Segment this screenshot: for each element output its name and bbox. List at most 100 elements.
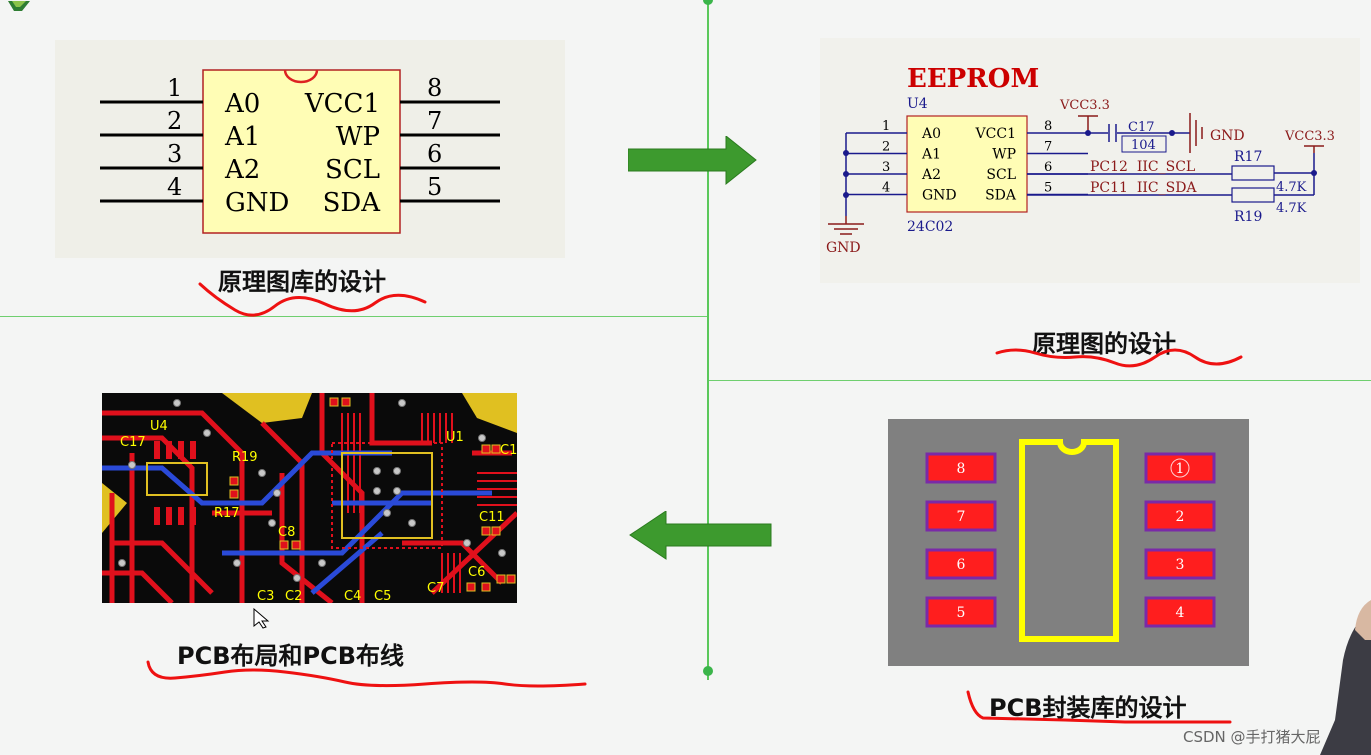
schematic-pin-number: 7 bbox=[1044, 140, 1052, 155]
schematic-r17: R17 bbox=[1234, 149, 1262, 165]
pcb-silkscreen-label: C17 bbox=[120, 435, 146, 450]
footprint-panel: 8 7 6 5 1 2 3 4 bbox=[888, 419, 1249, 666]
pcb-silkscreen-label: U1 bbox=[446, 430, 464, 445]
symbol-pin-name: A1 bbox=[224, 122, 260, 152]
horizontal-divider-right bbox=[709, 380, 1371, 381]
footprint-pad-number: 6 bbox=[957, 557, 966, 573]
pcb-silkscreen-label: U4 bbox=[150, 419, 168, 434]
symbol-pin-number: 5 bbox=[427, 173, 442, 201]
schematic-pin-number: 5 bbox=[1044, 181, 1052, 196]
footprint-pad-number: 7 bbox=[957, 509, 966, 525]
footprint-pad-number: 8 bbox=[957, 461, 966, 477]
schematic-vcc-2: VCC3.3 bbox=[1284, 129, 1335, 144]
footprint-pad-number: 2 bbox=[1176, 509, 1185, 525]
vertical-divider bbox=[707, 0, 709, 680]
pcb-silkscreen-label: C1 bbox=[500, 443, 517, 458]
pcb-silkscreen-label: C2 bbox=[285, 589, 303, 603]
footprint-pad bbox=[925, 452, 997, 484]
symbol-notch bbox=[283, 69, 319, 84]
symbol-pin-number: 1 bbox=[167, 74, 182, 102]
schematic-pin-number: 1 bbox=[882, 119, 890, 134]
footprint-pad bbox=[1144, 500, 1216, 532]
symbol-body bbox=[202, 69, 401, 234]
footprint-pad bbox=[925, 500, 997, 532]
symbol-pin-name: VCC1 bbox=[304, 89, 380, 119]
pcb-silkscreen-label: C3 bbox=[257, 589, 275, 603]
arrow-right-icon bbox=[628, 136, 757, 186]
pcb-silkscreen-label: C8 bbox=[278, 525, 296, 540]
schematic-cap-designator: C17 bbox=[1128, 120, 1155, 135]
schematic-gnd-left: GND bbox=[826, 240, 861, 256]
symbol-pin-number: 3 bbox=[167, 140, 182, 168]
symbol-pin-number: 8 bbox=[427, 74, 442, 102]
footprint-drawing: 8 7 6 5 1 2 3 4 bbox=[925, 439, 1216, 642]
schematic-r17-value: 4.7K bbox=[1276, 180, 1307, 195]
symbol-pin-name: A2 bbox=[224, 155, 260, 185]
symbol-pin-number: 4 bbox=[167, 173, 182, 201]
footprint-pad-number: 4 bbox=[1176, 605, 1185, 621]
schematic-pin-name: SCL bbox=[986, 167, 1016, 183]
pcb-silkscreen-label: C11 bbox=[479, 510, 505, 525]
schematic-pin-number: 4 bbox=[882, 181, 890, 196]
pcb-silkscreen-label: R17 bbox=[214, 506, 240, 521]
symbol-pin-number: 2 bbox=[167, 107, 182, 135]
caption-symbol: 原理图库的设计 bbox=[218, 268, 386, 296]
pcb-silkscreen-label: C7 bbox=[427, 581, 445, 596]
divider-node-top bbox=[703, 0, 713, 5]
footprint-pad bbox=[925, 596, 997, 628]
pcb-silkscreen-label: C4 bbox=[344, 589, 362, 603]
schematic-net-sda: PC11 IIC_SDA bbox=[1090, 180, 1197, 196]
presenter-silhouette bbox=[1320, 600, 1371, 755]
schematic-pin-number: 6 bbox=[1044, 160, 1052, 175]
symbol-pin-name: A0 bbox=[224, 89, 260, 119]
footprint-pad-number: 3 bbox=[1176, 557, 1185, 573]
schematic-pin-name: SDA bbox=[985, 188, 1017, 204]
schematic-designator: U4 bbox=[907, 96, 928, 112]
footprint-pad bbox=[1144, 596, 1216, 628]
footprint-outline bbox=[1019, 439, 1119, 642]
schematic-pin-name: VCC1 bbox=[975, 126, 1016, 142]
schematic-pin-number: 2 bbox=[882, 140, 890, 155]
schematic-net-scl: PC12 IIC_SCL bbox=[1090, 159, 1195, 175]
underline-schematic bbox=[995, 348, 1243, 368]
schematic-pin-name: WP bbox=[992, 147, 1016, 163]
footprint-pad bbox=[925, 548, 997, 580]
schematic-pin-name: A1 bbox=[921, 147, 941, 163]
mouse-cursor-icon bbox=[253, 607, 270, 629]
schematic-cap-value: 104 bbox=[1131, 138, 1156, 153]
underline-footprint bbox=[966, 690, 1232, 724]
caption-footprint: PCB封装库的设计 bbox=[989, 694, 1187, 722]
schematic-part: 24C02 bbox=[907, 219, 953, 235]
schematic-r19-value: 4.7K bbox=[1276, 201, 1307, 216]
corner-logo-icon bbox=[0, 0, 40, 19]
symbol-pin-name: SCL bbox=[325, 155, 380, 185]
symbol-pin-name: SDA bbox=[323, 188, 382, 218]
underline-symbol bbox=[198, 282, 427, 317]
caption-schematic: 原理图的设计 bbox=[1032, 330, 1176, 358]
footprint-pad-number: 1 bbox=[1176, 461, 1185, 477]
schematic-title: EEPROM bbox=[907, 64, 1039, 94]
divider-node-bottom bbox=[703, 666, 713, 676]
schematic-pin-name: A2 bbox=[921, 167, 941, 183]
schematic-pin-name: A0 bbox=[921, 126, 941, 142]
schematic-pin-name: GND bbox=[922, 188, 957, 204]
symbol-pin-number: 7 bbox=[427, 107, 442, 135]
schematic-r19: R19 bbox=[1234, 209, 1262, 225]
underline-pcb-layout bbox=[146, 660, 587, 688]
footprint-pad-number: 5 bbox=[957, 605, 966, 621]
horizontal-divider-left bbox=[0, 316, 707, 317]
schematic-gnd-right: GND bbox=[1210, 128, 1245, 144]
footprint-pad bbox=[1144, 548, 1216, 580]
pin1-marker-icon bbox=[1170, 458, 1190, 478]
watermark: CSDN @手打猪大屁 bbox=[1183, 728, 1321, 746]
schematic-vcc-1: VCC3.3 bbox=[1059, 98, 1110, 113]
pcb-silkscreen-label: C6 bbox=[468, 565, 486, 580]
pcb-silkscreen-label: C5 bbox=[374, 589, 392, 603]
schematic-pin-number: 3 bbox=[882, 160, 890, 175]
symbol-pin-number: 6 bbox=[427, 140, 442, 168]
